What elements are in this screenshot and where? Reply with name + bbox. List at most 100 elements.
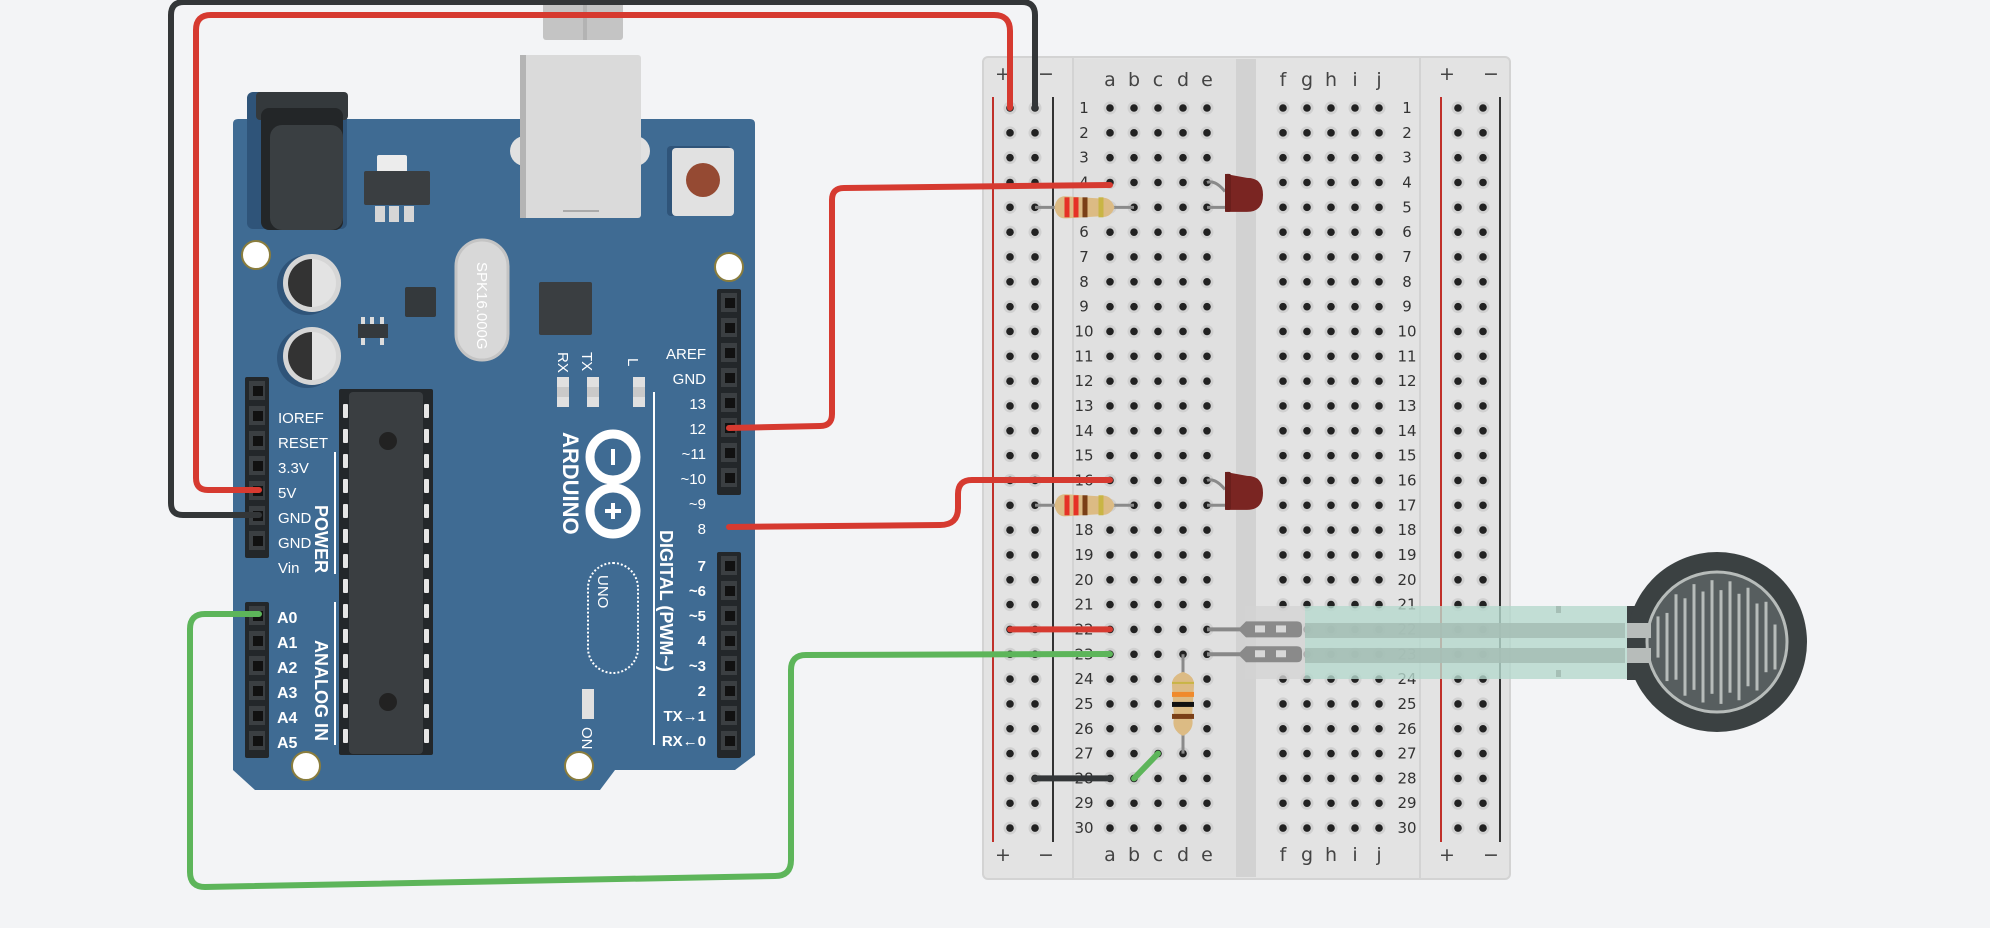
wire-jumper-row28-to-row27[interactable] (1131, 750, 1161, 782)
breadboard-hole[interactable] (1454, 302, 1462, 311)
breadboard-hole[interactable] (1454, 724, 1462, 733)
breadboard-hole[interactable] (1106, 700, 1114, 708)
breadboard-hole[interactable] (1279, 774, 1287, 783)
breadboard-hole[interactable] (1106, 402, 1114, 410)
breadboard-hole[interactable] (1179, 302, 1187, 311)
breadboard-hole[interactable] (1006, 129, 1014, 137)
breadboard-hole[interactable] (1303, 799, 1311, 808)
breadboard-hole[interactable] (1006, 600, 1014, 609)
breadboard-hole[interactable] (1279, 228, 1287, 236)
breadboard-hole[interactable] (1375, 501, 1383, 510)
breadboard-hole[interactable] (1479, 749, 1487, 758)
breadboard-hole[interactable] (1279, 799, 1287, 808)
breadboard-hole[interactable] (1130, 824, 1138, 832)
breadboard-hole[interactable] (1279, 526, 1287, 534)
breadboard-hole[interactable] (1154, 451, 1162, 460)
breadboard-hole[interactable] (1006, 327, 1014, 336)
breadboard-hole[interactable] (1279, 352, 1287, 361)
breadboard-hole[interactable] (1327, 501, 1335, 510)
breadboard-hole[interactable] (1279, 501, 1287, 510)
breadboard-hole[interactable] (1479, 178, 1487, 187)
breadboard-hole[interactable] (1279, 278, 1287, 286)
breadboard-hole[interactable] (1479, 278, 1487, 286)
breadboard-hole[interactable] (1203, 451, 1211, 460)
breadboard-hole[interactable] (1179, 824, 1187, 832)
breadboard-hole[interactable] (1479, 426, 1487, 435)
breadboard-hole[interactable] (1106, 575, 1114, 584)
breadboard-hole[interactable] (1006, 749, 1014, 758)
breadboard-hole[interactable] (1106, 824, 1114, 832)
breadboard-hole[interactable] (1454, 551, 1462, 559)
breadboard-hole[interactable] (1303, 327, 1311, 336)
breadboard-hole[interactable] (1351, 153, 1359, 162)
breadboard-hole[interactable] (1479, 476, 1487, 485)
breadboard-hole[interactable] (1479, 302, 1487, 311)
breadboard-hole[interactable] (1351, 476, 1359, 485)
breadboard-hole[interactable] (1303, 377, 1311, 385)
breadboard-hole[interactable] (1130, 228, 1138, 236)
wire-pin12-to-row4[interactable] (726, 182, 1113, 431)
breadboard-hole[interactable] (1203, 352, 1211, 361)
breadboard-hole[interactable] (1154, 724, 1162, 733)
breadboard-hole[interactable] (1031, 799, 1039, 808)
breadboard-hole[interactable] (1279, 426, 1287, 435)
breadboard-hole[interactable] (1179, 600, 1187, 609)
breadboard-hole[interactable] (1375, 104, 1383, 112)
breadboard-hole[interactable] (1327, 426, 1335, 435)
breadboard-hole[interactable] (1279, 575, 1287, 584)
breadboard-hole[interactable] (1327, 153, 1335, 162)
components[interactable] (1035, 173, 1807, 754)
breadboard-hole[interactable] (1006, 451, 1014, 460)
breadboard-hole[interactable] (1303, 426, 1311, 435)
breadboard-hole[interactable] (1006, 824, 1014, 832)
breadboard-hole[interactable] (1327, 700, 1335, 708)
breadboard-hole[interactable] (1154, 278, 1162, 286)
breadboard-hole[interactable] (1179, 426, 1187, 435)
breadboard-hole[interactable] (1130, 302, 1138, 311)
breadboard-hole[interactable] (1279, 724, 1287, 733)
breadboard-hole[interactable] (1351, 352, 1359, 361)
breadboard-hole[interactable] (1203, 700, 1211, 708)
breadboard-hole[interactable] (1303, 824, 1311, 832)
breadboard-hole[interactable] (1454, 526, 1462, 534)
breadboard-hole[interactable] (1327, 253, 1335, 261)
breadboard-hole[interactable] (1031, 278, 1039, 286)
breadboard-hole[interactable] (1454, 749, 1462, 758)
breadboard-hole[interactable] (1351, 302, 1359, 311)
breadboard-hole[interactable] (1130, 426, 1138, 435)
breadboard-hole[interactable] (1203, 426, 1211, 435)
breadboard-hole[interactable] (1106, 153, 1114, 162)
breadboard-hole[interactable] (1479, 377, 1487, 385)
breadboard-hole[interactable] (1479, 774, 1487, 783)
breadboard-hole[interactable] (1179, 476, 1187, 485)
breadboard-hole[interactable] (1303, 129, 1311, 137)
breadboard-hole[interactable] (1031, 700, 1039, 708)
breadboard-hole[interactable] (1327, 774, 1335, 783)
breadboard-hole[interactable] (1154, 203, 1162, 212)
breadboard-hole[interactable] (1303, 575, 1311, 584)
breadboard-hole[interactable] (1130, 377, 1138, 385)
breadboard-hole[interactable] (1154, 228, 1162, 236)
breadboard-hole[interactable] (1454, 451, 1462, 460)
usb-port[interactable] (520, 55, 641, 218)
breadboard-hole[interactable] (1279, 824, 1287, 832)
wires[interactable] (168, 0, 1161, 890)
breadboard-hole[interactable] (1327, 476, 1335, 485)
breadboard-hole[interactable] (1351, 824, 1359, 832)
breadboard-hole[interactable] (1106, 551, 1114, 559)
breadboard-hole[interactable] (1375, 799, 1383, 808)
breadboard-hole[interactable] (1454, 799, 1462, 808)
breadboard-hole[interactable] (1375, 526, 1383, 534)
breadboard-hole[interactable] (1279, 129, 1287, 137)
breadboard-hole[interactable] (1179, 228, 1187, 236)
breadboard-hole[interactable] (1479, 451, 1487, 460)
breadboard-hole[interactable] (1375, 476, 1383, 485)
breadboard-hole[interactable] (1303, 104, 1311, 112)
resistor-1[interactable] (1035, 196, 1134, 219)
breadboard-hole[interactable] (1006, 153, 1014, 162)
breadboard-hole[interactable] (1479, 799, 1487, 808)
breadboard-hole[interactable] (1130, 700, 1138, 708)
breadboard-hole[interactable] (1375, 426, 1383, 435)
breadboard-hole[interactable] (1327, 749, 1335, 758)
